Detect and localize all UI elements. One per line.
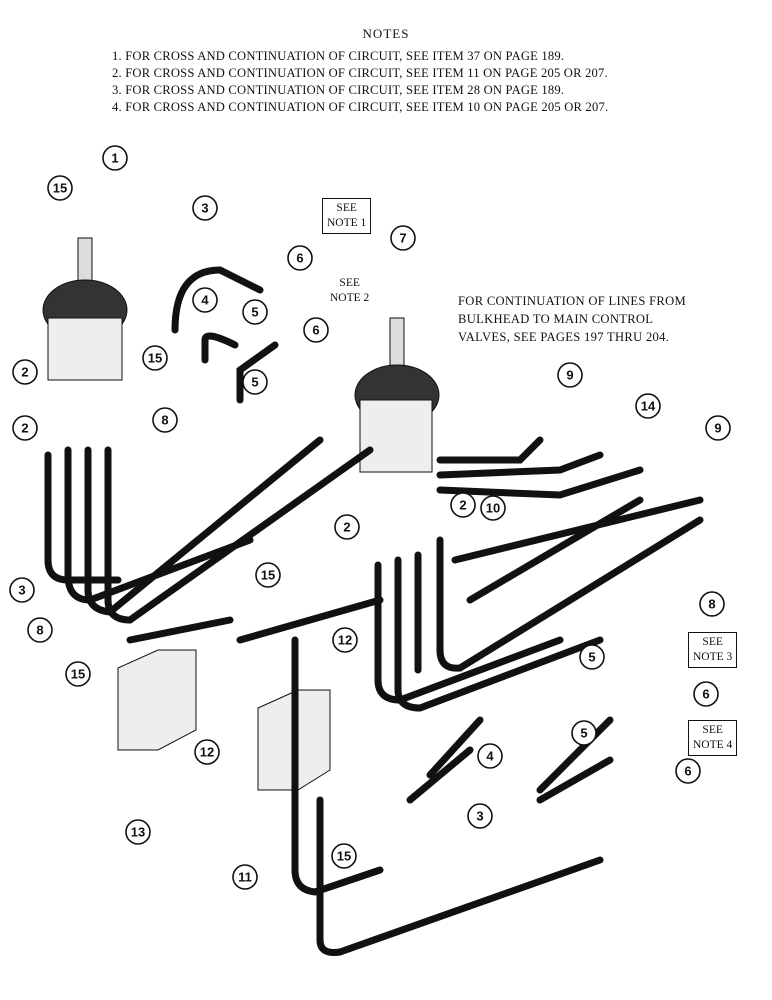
see-label: SEE bbox=[702, 636, 723, 648]
callout: 6 bbox=[675, 758, 701, 784]
svg-text:5: 5 bbox=[251, 305, 258, 320]
svg-text:11: 11 bbox=[238, 870, 252, 885]
callout: 8 bbox=[27, 617, 53, 643]
svg-text:5: 5 bbox=[588, 650, 595, 665]
callout: 2 bbox=[12, 359, 38, 385]
see-note-3-box: SEE NOTE 3 bbox=[688, 632, 738, 668]
svg-text:8: 8 bbox=[161, 413, 168, 428]
see-note-4-box: SEE NOTE 4 bbox=[688, 720, 738, 756]
bracket-13 bbox=[117, 649, 197, 751]
right-joystick-valve bbox=[354, 317, 440, 473]
svg-text:5: 5 bbox=[251, 375, 258, 390]
svg-text:15: 15 bbox=[337, 849, 351, 864]
see-label: SEE bbox=[339, 277, 360, 289]
continuation-note: FOR CONTINUATION OF LINES FROM BULKHEAD … bbox=[458, 292, 686, 346]
callout: 13 bbox=[125, 819, 151, 845]
callout: 2 bbox=[450, 492, 476, 518]
callout: 6 bbox=[693, 681, 719, 707]
note-label: NOTE 1 bbox=[327, 217, 367, 229]
note-label: NOTE 3 bbox=[693, 651, 733, 663]
svg-text:15: 15 bbox=[148, 351, 162, 366]
svg-text:3: 3 bbox=[201, 201, 208, 216]
svg-text:9: 9 bbox=[566, 368, 573, 383]
callout: 5 bbox=[242, 299, 268, 325]
callout: 4 bbox=[477, 743, 503, 769]
svg-text:15: 15 bbox=[71, 667, 85, 682]
callout: 15 bbox=[331, 843, 357, 869]
svg-text:5: 5 bbox=[580, 726, 587, 741]
see-label: SEE bbox=[336, 202, 357, 214]
note-item: 4. FOR CROSS AND CONTINUATION OF CIRCUIT… bbox=[112, 100, 609, 114]
callout: 12 bbox=[194, 739, 220, 765]
callout: 10 bbox=[480, 495, 506, 521]
svg-text:15: 15 bbox=[53, 181, 67, 196]
svg-text:6: 6 bbox=[296, 251, 303, 266]
svg-text:13: 13 bbox=[131, 825, 145, 840]
callout: 6 bbox=[287, 245, 313, 271]
svg-text:7: 7 bbox=[399, 231, 406, 246]
callout: 12 bbox=[332, 627, 358, 653]
callout: 2 bbox=[12, 415, 38, 441]
callout: 15 bbox=[142, 345, 168, 371]
svg-text:1: 1 bbox=[111, 151, 118, 166]
callout: 7 bbox=[390, 225, 416, 251]
callout: 11 bbox=[232, 864, 258, 890]
see-note-1-box: SEE NOTE 1 bbox=[322, 198, 372, 234]
callout: 5 bbox=[242, 369, 268, 395]
svg-text:6: 6 bbox=[684, 764, 691, 779]
svg-text:4: 4 bbox=[486, 749, 494, 764]
callout: 3 bbox=[467, 803, 493, 829]
callout: 5 bbox=[571, 720, 597, 746]
callout: 4 bbox=[192, 287, 218, 313]
note-item: 1. FOR CROSS AND CONTINUATION OF CIRCUIT… bbox=[112, 49, 565, 63]
svg-text:6: 6 bbox=[702, 687, 709, 702]
svg-text:6: 6 bbox=[312, 323, 319, 338]
note-item: 2. FOR CROSS AND CONTINUATION OF CIRCUIT… bbox=[112, 66, 608, 80]
callout: 5 bbox=[579, 644, 605, 670]
left-joystick-valve bbox=[42, 237, 128, 381]
continuation-line: FOR CONTINUATION OF LINES FROM bbox=[458, 294, 687, 308]
callout: 14 bbox=[635, 393, 661, 419]
svg-text:2: 2 bbox=[343, 520, 350, 535]
callout: 15 bbox=[47, 175, 73, 201]
note-item: 3. FOR CROSS AND CONTINUATION OF CIRCUIT… bbox=[112, 83, 565, 97]
svg-text:2: 2 bbox=[21, 421, 28, 436]
svg-text:15: 15 bbox=[261, 568, 275, 583]
svg-text:12: 12 bbox=[200, 745, 214, 760]
note-label: NOTE 2 bbox=[330, 292, 370, 304]
callout: 3 bbox=[9, 577, 35, 603]
callout: 3 bbox=[192, 195, 218, 221]
callout: 15 bbox=[255, 562, 281, 588]
callout: 8 bbox=[152, 407, 178, 433]
callout: 15 bbox=[65, 661, 91, 687]
svg-text:10: 10 bbox=[486, 501, 500, 516]
see-label: SEE bbox=[702, 724, 723, 736]
svg-text:14: 14 bbox=[641, 399, 656, 414]
note-label: NOTE 4 bbox=[693, 739, 733, 751]
callout: 1 bbox=[102, 145, 128, 171]
svg-text:3: 3 bbox=[476, 809, 483, 824]
hoses bbox=[44, 266, 704, 956]
callout: 9 bbox=[705, 415, 731, 441]
svg-text:2: 2 bbox=[459, 498, 466, 513]
continuation-line: VALVES, SEE PAGES 197 THRU 204. bbox=[458, 330, 670, 344]
see-note-2-label: SEE NOTE 2 bbox=[330, 276, 369, 306]
svg-text:4: 4 bbox=[201, 293, 209, 308]
continuation-line: BULKHEAD TO MAIN CONTROL bbox=[458, 312, 654, 326]
callout: 6 bbox=[303, 317, 329, 343]
callout: 2 bbox=[334, 514, 360, 540]
svg-text:2: 2 bbox=[21, 365, 28, 380]
notes-title: NOTES bbox=[362, 26, 410, 41]
callout: 9 bbox=[557, 362, 583, 388]
callout: 8 bbox=[699, 591, 725, 617]
svg-text:12: 12 bbox=[338, 633, 352, 648]
svg-text:8: 8 bbox=[36, 623, 43, 638]
svg-text:8: 8 bbox=[708, 597, 715, 612]
svg-text:9: 9 bbox=[714, 421, 721, 436]
notes-list: 1. FOR CROSS AND CONTINUATION OF CIRCUIT… bbox=[112, 48, 608, 116]
svg-text:3: 3 bbox=[18, 583, 25, 598]
